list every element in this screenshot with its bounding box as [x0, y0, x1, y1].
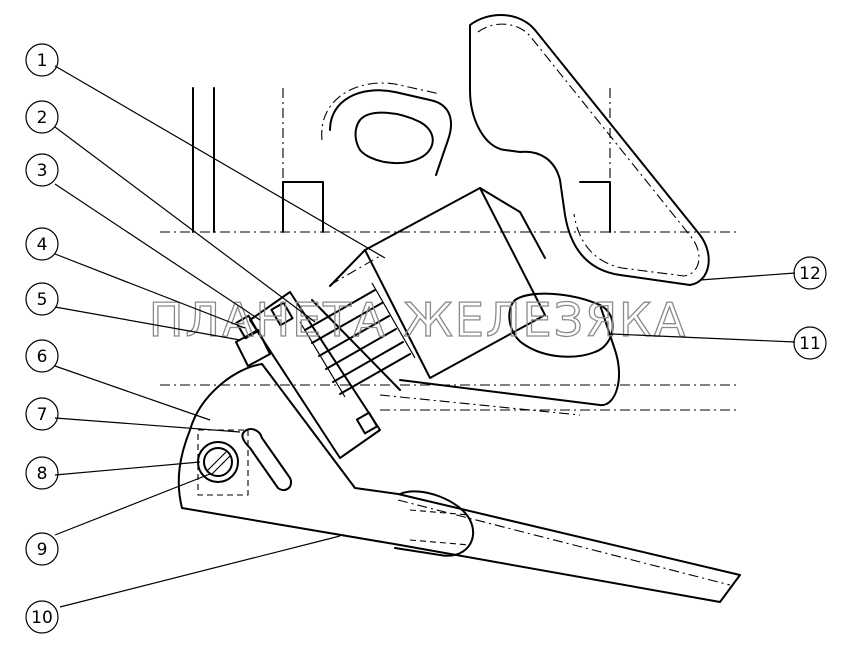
callout-3: 3	[25, 153, 59, 187]
callout-7: 7	[25, 397, 59, 431]
callout-6: 6	[25, 339, 59, 373]
callouts: 1 2 3 4 5 6 7 8	[25, 43, 827, 634]
callout-9: 9	[25, 532, 59, 566]
pedal-arm	[177, 363, 741, 603]
svg-text:9: 9	[37, 540, 48, 560]
svg-text:5: 5	[37, 290, 48, 310]
small-rod	[241, 428, 292, 492]
callout-4: 4	[25, 227, 59, 261]
callout-8: 8	[25, 456, 59, 490]
upper-lever-lobe	[469, 13, 710, 286]
svg-text:4: 4	[37, 235, 48, 255]
spring-coil	[299, 282, 416, 398]
callout-1: 1	[25, 43, 59, 77]
roller-pin	[197, 429, 249, 496]
svg-text:2: 2	[37, 108, 48, 128]
svg-text:12: 12	[799, 264, 821, 284]
callout-11: 11	[793, 326, 827, 360]
housing-plate	[235, 291, 381, 459]
svg-text:11: 11	[799, 334, 821, 354]
frame-lines	[160, 87, 740, 411]
callout-5: 5	[25, 282, 59, 316]
svg-text:6: 6	[37, 347, 48, 367]
svg-text:3: 3	[37, 161, 48, 181]
callout-10: 10	[25, 600, 59, 634]
svg-text:1: 1	[37, 51, 48, 71]
callout-2: 2	[25, 100, 59, 134]
callout-12: 12	[793, 256, 827, 290]
svg-text:10: 10	[31, 608, 53, 628]
watermark: ПЛАНЕТА ЖЕЛЕЗЯКА	[149, 293, 687, 347]
svg-text:8: 8	[37, 464, 48, 484]
bracket-body	[321, 82, 620, 416]
svg-text:7: 7	[37, 405, 48, 425]
barrel-cylinder	[311, 187, 546, 391]
